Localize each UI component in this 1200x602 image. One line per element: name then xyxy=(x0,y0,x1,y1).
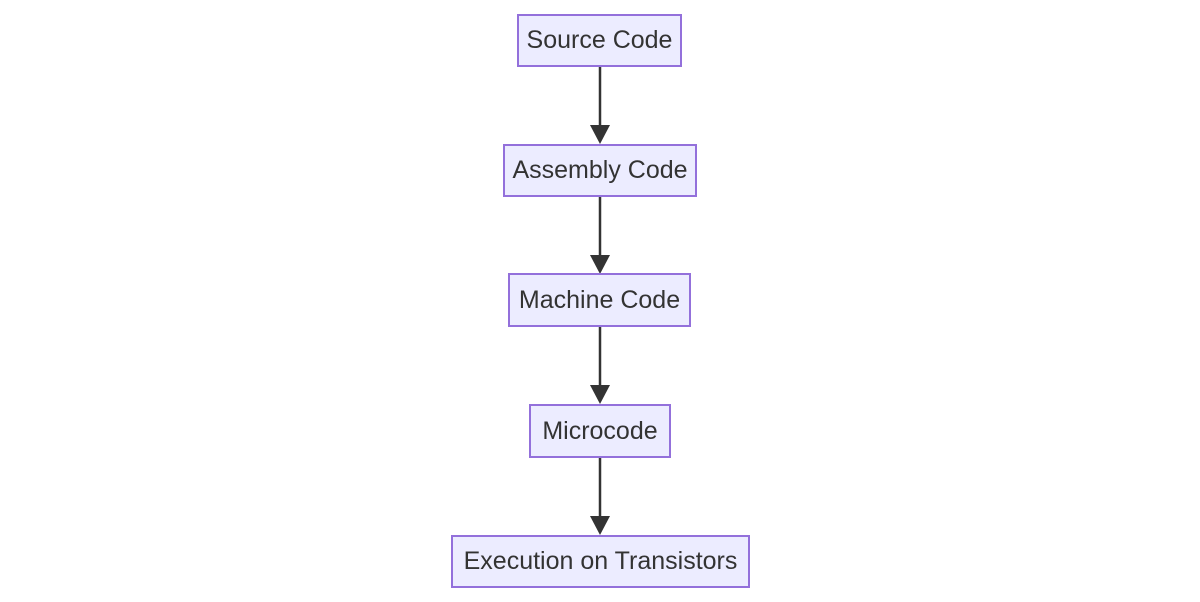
node-label: Microcode xyxy=(542,416,658,445)
node-label: Source Code xyxy=(526,26,673,54)
arrow-down-icon xyxy=(590,67,610,144)
flowchart-node-execution-on-transistors: Execution on Transistors xyxy=(451,535,750,588)
node-label: Machine Code xyxy=(518,285,681,314)
flowchart-node-source-code: Source Code xyxy=(517,14,682,67)
arrow-down-icon xyxy=(590,327,610,404)
flowchart-node-machine-code: Machine Code xyxy=(508,273,691,327)
flowchart-node-assembly-code: Assembly Code xyxy=(503,144,697,197)
node-label: Execution on Transistors xyxy=(463,547,738,575)
arrow-down-icon xyxy=(590,458,610,535)
node-label: Assembly Code xyxy=(512,156,688,184)
flowchart-node-microcode: Microcode xyxy=(529,404,671,458)
arrow-down-icon xyxy=(590,197,610,274)
